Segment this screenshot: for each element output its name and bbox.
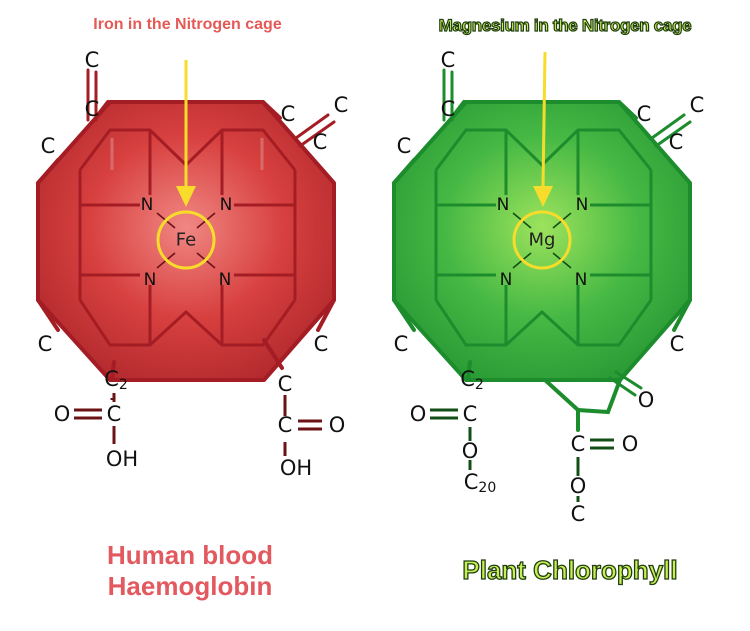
oxygen-atom: O: [462, 439, 479, 463]
haemoglobin-molecule: Fe N N N N: [36, 48, 349, 480]
carbon-atom: C: [85, 97, 100, 121]
carbon-atom: C: [637, 102, 652, 126]
magnesium-pointer-arrow: [533, 51, 553, 207]
carbon-atom: C: [394, 332, 409, 356]
oxygen-atom: O: [329, 413, 346, 437]
nitrogen-atom: N: [575, 270, 588, 290]
nitrogen-atom: N: [500, 270, 513, 290]
carbon-atom: C: [334, 93, 349, 117]
haemoglobin-carboxyl-bonds: [74, 393, 322, 456]
haemoglobin-inner-bonds: [78, 128, 297, 347]
c2-atom: C2: [104, 367, 128, 393]
hydroxyl-group: OH: [106, 447, 138, 471]
oxygen-atom: O: [638, 388, 655, 412]
carbon-atom: C: [571, 502, 586, 526]
carbon-atom: C: [463, 402, 478, 426]
haemoglobin-title-line2: Haemoglobin: [107, 571, 273, 601]
carbon-atom: C: [278, 372, 293, 396]
haemoglobin-title-line1: Human blood: [106, 540, 274, 570]
carbon-atom: C: [441, 97, 456, 121]
haemoglobin-ring: [36, 100, 336, 382]
nitrogen-atom: N: [576, 195, 589, 215]
carbon-atom: C: [107, 402, 122, 426]
carbon-atom: C: [85, 48, 100, 72]
haemoglobin-side-bonds: [36, 68, 336, 382]
carbon-atom: C: [397, 134, 412, 158]
carbon-atom: C: [441, 48, 456, 72]
oxygen-atom: O: [54, 402, 71, 426]
magnesium-atom: Mg: [529, 230, 556, 251]
magnesium-center-ring: [512, 210, 572, 270]
haemoglobin-title: Human blood Haemoglobin: [60, 540, 320, 602]
carbon-atom: C: [313, 130, 328, 154]
nitrogen-atom: N: [219, 270, 232, 290]
magnesium-caption: Magnesium in the Nitrogen cage: [438, 15, 692, 35]
nitrogen-atom: N: [144, 270, 157, 290]
iron-caption: Iron in the Nitrogen cage: [93, 16, 282, 33]
iron-center-ring: [156, 210, 216, 270]
iron-pointer-arrow: [176, 60, 196, 207]
iron-atom: Fe: [176, 230, 196, 251]
carbon-atom: C: [281, 102, 296, 126]
hydroxyl-group: OH: [280, 456, 312, 480]
chlorophyll-side-bonds: [392, 68, 692, 432]
chlorophyll-fifth-ring: [539, 378, 623, 415]
carbon-atom: C: [670, 332, 685, 356]
carbon-atom: C: [314, 332, 329, 356]
chlorophyll-title: Plant Chlorophyll: [462, 554, 679, 585]
carbon-atom: C: [41, 134, 56, 158]
nitrogen-atom: N: [141, 195, 154, 215]
carbon-atom: C: [571, 432, 586, 456]
chlorophyll-molecule: Mg N N N N C: [392, 48, 705, 526]
oxygen-atom: O: [570, 474, 587, 498]
carbon-atom: C: [278, 413, 293, 437]
c2-atom: C2: [460, 367, 484, 393]
nitrogen-atom: N: [497, 195, 510, 215]
c20-atom: C20: [464, 470, 497, 496]
chlorophyll-ester-bonds: [430, 408, 614, 502]
carbon-atom: C: [690, 93, 705, 117]
nitrogen-atom: N: [220, 195, 233, 215]
oxygen-atom: O: [622, 432, 639, 456]
carbon-atom: C: [38, 332, 53, 356]
chlorophyll-inner-bonds: [434, 128, 653, 347]
oxygen-atom: O: [410, 402, 427, 426]
carbon-atom: C: [669, 130, 684, 154]
